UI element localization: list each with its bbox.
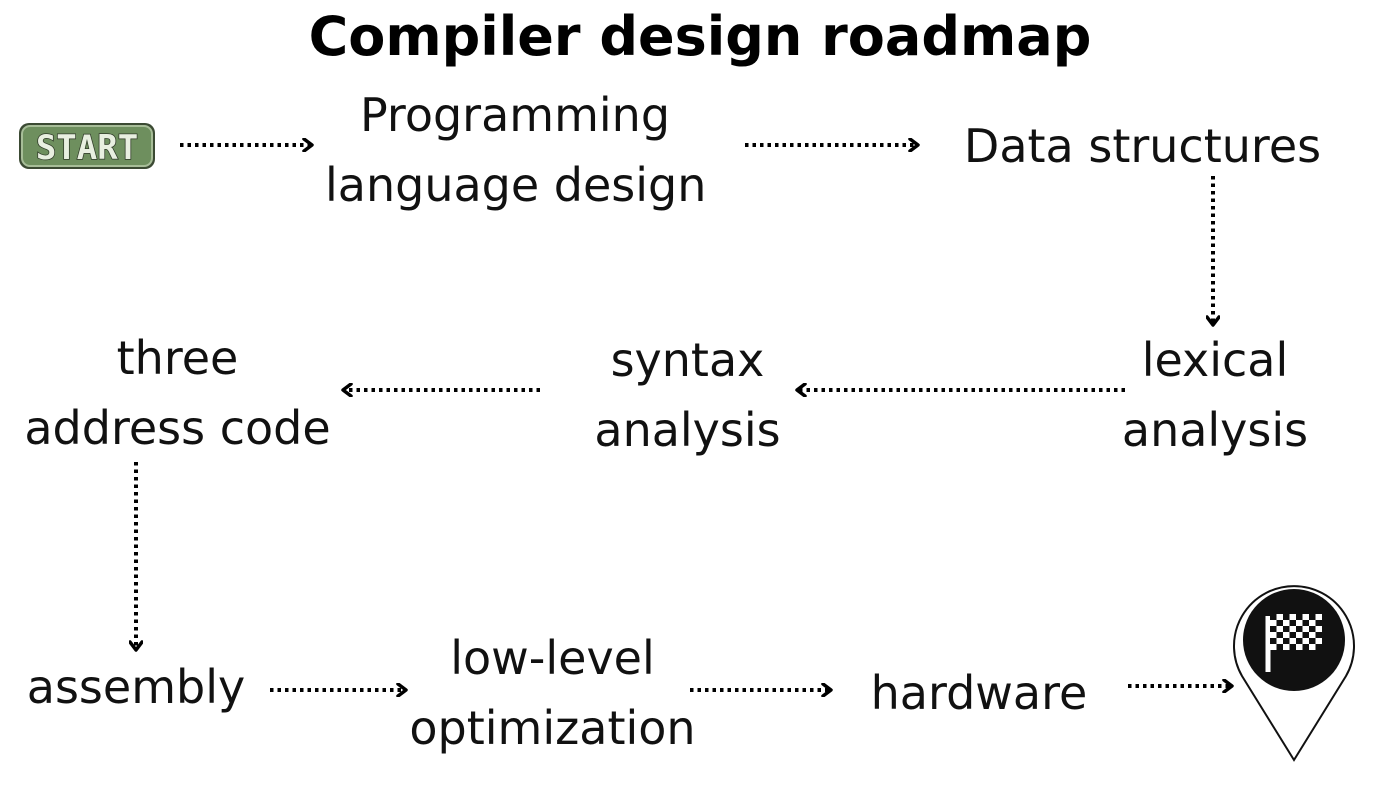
node-lexical-analysis: lexical analysis [1121,333,1309,457]
node-hardware: hardware [870,666,1088,720]
diagram-title: Compiler design roadmap [308,5,1092,68]
node-syntax-analysis: syntax analysis [594,333,781,457]
node-programming-language-design: Programming language design [325,88,707,212]
finish-flag-pin-icon [1232,580,1356,766]
node-assembly: assembly [26,660,246,714]
start-badge-icon: START [17,117,157,179]
node-low-level-optimization: low-level optimization [409,631,696,755]
node-data-structures: Data structures [963,119,1322,173]
node-three-address-code: three address code [24,331,331,455]
start-badge-label: START [36,128,138,168]
